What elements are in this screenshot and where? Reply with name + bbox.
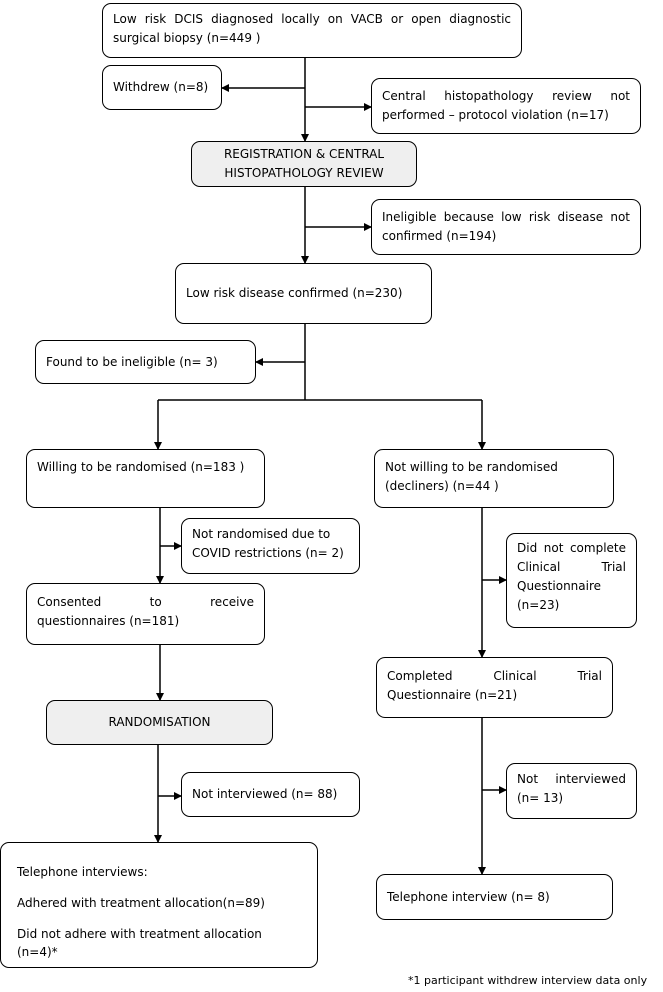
- box-registration: REGISTRATION & CENTRAL HISTOPATHOLOGY RE…: [191, 141, 417, 187]
- box-not-randomised-covid: Not randomised due to COVID restrictions…: [181, 518, 360, 574]
- box-telephone-interview-right: Telephone interview (n= 8): [376, 874, 613, 920]
- box-telephone-interview-right-text: Telephone interview (n= 8): [387, 889, 550, 904]
- box-telephone-interviews: Telephone interviews: Adhered with treat…: [0, 842, 318, 968]
- box-histo-not-performed-text: Central histopathology review not perfor…: [382, 89, 630, 122]
- box-ineligible-not-confirmed: Ineligible because low risk disease not …: [371, 199, 641, 255]
- box-consented: Consented to receive questionnaires (n=1…: [26, 583, 265, 645]
- box-willing-text: Willing to be randomised (n=183 ): [37, 460, 245, 474]
- box-willing: Willing to be randomised (n=183 ): [26, 449, 265, 508]
- box-not-randomised-covid-text: Not randomised due to COVID restrictions…: [192, 527, 344, 560]
- box-not-interviewed-left: Not interviewed (n= 88): [181, 772, 360, 817]
- telephone-heading: Telephone interviews:: [17, 865, 148, 879]
- box-confirmed-text: Low risk disease confirmed (n=230): [186, 286, 403, 300]
- box-ineligible-not-confirmed-text: Ineligible because low risk disease not …: [382, 210, 630, 243]
- box-did-not-complete-text: Did not complete Clinical Trial Question…: [517, 541, 626, 612]
- box-found-ineligible: Found to be ineligible (n= 3): [35, 340, 256, 384]
- box-consented-text: Consented to receive questionnaires (n=1…: [37, 595, 254, 628]
- box-histo-not-performed: Central histopathology review not perfor…: [371, 78, 641, 134]
- box-found-ineligible-text: Found to be ineligible (n= 3): [46, 354, 218, 369]
- box-registration-text: REGISTRATION & CENTRAL HISTOPATHOLOGY RE…: [223, 147, 385, 180]
- box-randomisation-text: RANDOMISATION: [108, 715, 211, 729]
- box-randomisation: RANDOMISATION: [46, 700, 273, 745]
- box-confirmed: Low risk disease confirmed (n=230): [175, 263, 432, 324]
- box-completed-ctq-text: Completed Clinical Trial Questionnaire (…: [387, 669, 602, 702]
- box-withdrew: Withdrew (n=8): [102, 65, 222, 110]
- box-not-interviewed-right-text: Not interviewed (n= 13): [517, 772, 626, 805]
- telephone-adhered: Adhered with treatment allocation(n=89): [17, 896, 265, 910]
- box-withdrew-text: Withdrew (n=8): [113, 80, 209, 94]
- box-diagnosed-text: Low risk DCIS diagnosed locally on VACB …: [113, 12, 511, 45]
- box-not-willing-text: Not willing to be randomised (decliners)…: [385, 460, 558, 493]
- telephone-not-adhered: Did not adhere with treatment allocation…: [17, 927, 262, 959]
- box-did-not-complete: Did not complete Clinical Trial Question…: [506, 533, 637, 628]
- box-completed-ctq: Completed Clinical Trial Questionnaire (…: [376, 657, 613, 718]
- footnote: *1 participant withdrew interview data o…: [408, 974, 648, 987]
- box-diagnosed: Low risk DCIS diagnosed locally on VACB …: [102, 3, 522, 58]
- box-not-willing: Not willing to be randomised (decliners)…: [374, 449, 614, 508]
- box-not-interviewed-left-text: Not interviewed (n= 88): [192, 787, 338, 801]
- box-not-interviewed-right: Not interviewed (n= 13): [506, 763, 637, 819]
